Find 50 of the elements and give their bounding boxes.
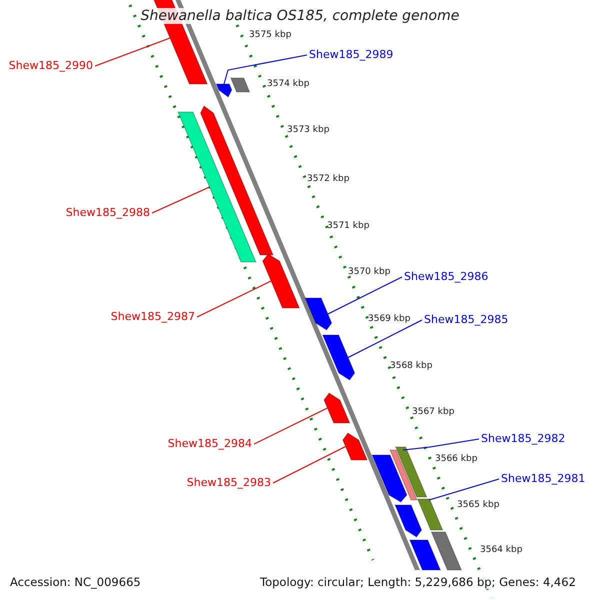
- leader-line: [428, 478, 500, 500]
- gene-feature: [394, 446, 428, 498]
- leader-line: [348, 320, 422, 358]
- gene-label: Shew185_2983: [186, 476, 271, 490]
- gene-feature: [230, 78, 250, 92]
- gene-label: Shew185_2981: [501, 472, 586, 486]
- gene-label: Shew185_2982: [481, 432, 566, 446]
- leader-line: [152, 186, 210, 214]
- scale-label: 3568 kbp: [390, 360, 432, 373]
- scale-label: 3571 kbp: [327, 220, 370, 233]
- gene-feature: [177, 112, 257, 262]
- gene-feature: [322, 334, 356, 381]
- gene-feature: [304, 298, 332, 331]
- scale-label: 3565 kbp: [457, 499, 500, 512]
- gene-feature: [371, 454, 408, 503]
- leader-line: [327, 276, 402, 314]
- leader-line: [224, 54, 308, 84]
- gene-feature: [389, 450, 418, 500]
- scale-label: 3570 kbp: [348, 266, 390, 279]
- gene-label: Shew185_2987: [110, 310, 195, 324]
- leader-line: [94, 38, 170, 66]
- gene-feature: [323, 392, 350, 424]
- gene-label: Shew185_2985: [424, 313, 508, 327]
- scale-label: 3572 kbp: [307, 173, 350, 186]
- gene-label: Shew185_2984: [168, 437, 252, 451]
- scale-label: 3569 kbp: [368, 313, 410, 326]
- leader-line: [272, 446, 346, 484]
- gene-label: Shew185_2989: [309, 48, 394, 62]
- gene-feature: [394, 504, 422, 538]
- scale-label: 3573 kbp: [287, 124, 330, 137]
- gene-feature: [409, 540, 442, 570]
- scale-label: 3564 kbp: [480, 544, 522, 557]
- genome-stats-text: Topology: circular; Length: 5,229,686 bp; Genes: 4,462: [258, 575, 578, 589]
- gene-feature: [416, 498, 444, 530]
- gene-feature: [342, 432, 368, 460]
- gene-feature: [200, 105, 274, 256]
- gene-label: Shew185_2990: [8, 59, 93, 73]
- gene-feature: [262, 253, 300, 308]
- scale-label: 3566 kbp: [435, 453, 478, 466]
- gene-feature: [430, 532, 462, 570]
- accession-text: Accession: NC_009665: [8, 575, 143, 589]
- leader-line: [196, 280, 272, 318]
- scale-label: 3567 kbp: [412, 406, 454, 419]
- leader-line: [402, 438, 480, 450]
- scale-label: 3575 kbp: [249, 29, 292, 42]
- gene-label: Shew185_2986: [404, 270, 488, 284]
- scale-label: 3574 kbp: [267, 78, 310, 91]
- leader-line: [254, 408, 328, 444]
- gene-feature: [216, 84, 232, 98]
- gene-label: Shew185_2988: [66, 206, 150, 220]
